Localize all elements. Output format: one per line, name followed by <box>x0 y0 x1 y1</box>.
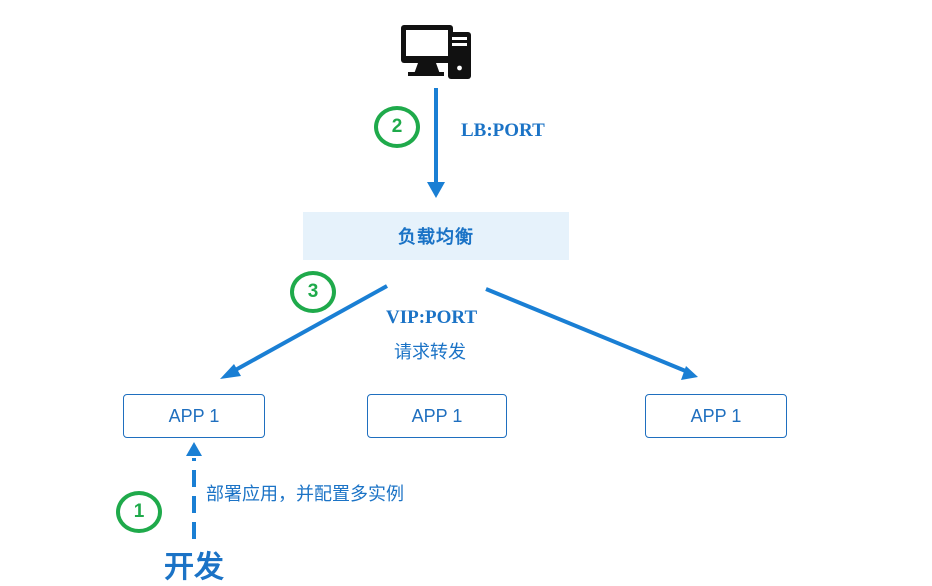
step-2-badge: 2 <box>374 106 420 148</box>
arrowhead-lb-to-app-left <box>220 364 241 379</box>
app-instance-middle: APP 1 <box>367 394 507 438</box>
request-forward-label: 请求转发 <box>394 342 466 363</box>
arrow-lb-to-app-right <box>485 287 689 374</box>
app-instance-right: APP 1 <box>645 394 787 438</box>
arrowhead-dev-to-app <box>186 442 202 456</box>
step-3-badge: 3 <box>290 271 336 313</box>
arrowhead-client-to-lb <box>427 182 445 198</box>
arrowhead-lb-to-app-right <box>681 366 698 380</box>
vip-port-label: VIP:PORT <box>386 307 478 328</box>
deploy-label: 部署应用，并配置多实例 <box>206 484 404 505</box>
develop-label: 开发 <box>164 550 224 585</box>
desktop-computer-icon <box>401 25 471 79</box>
load-balancer-box: 负载均衡 <box>303 212 569 260</box>
lb-port-label: LB:PORT <box>461 120 545 141</box>
step-1-badge: 1 <box>116 491 162 533</box>
arrow-lb-to-app-left <box>229 284 388 375</box>
app-instance-left: APP 1 <box>123 394 265 438</box>
